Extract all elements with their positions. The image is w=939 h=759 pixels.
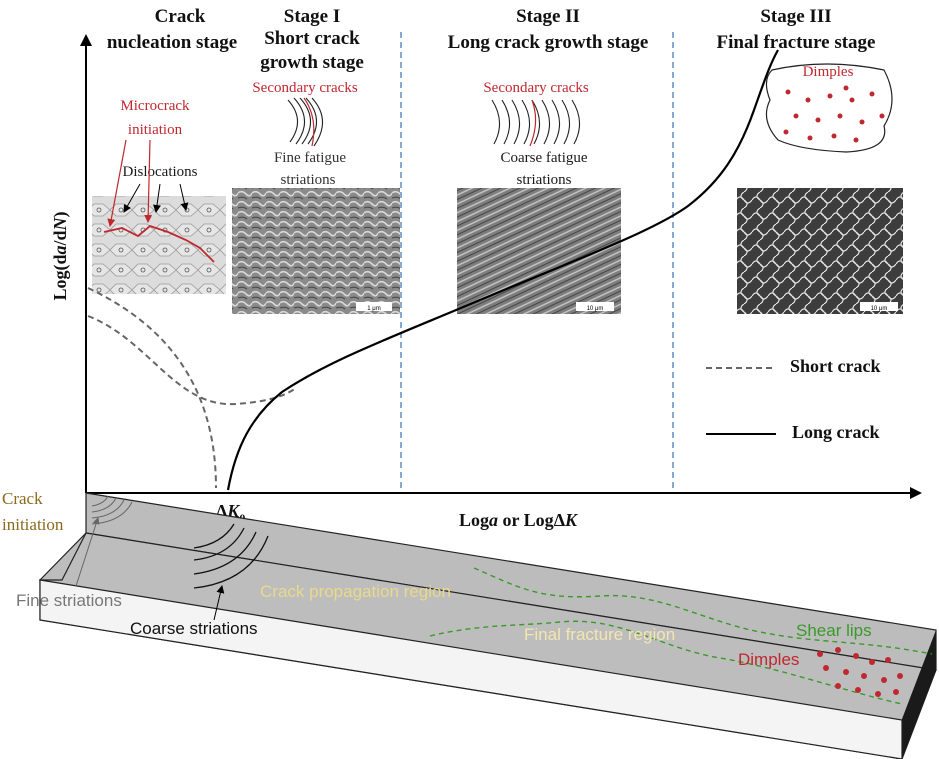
coarse-striations-label: Coarse striations xyxy=(130,619,258,638)
coarse-striations-arrow xyxy=(213,585,225,621)
dimple-dots-top xyxy=(783,85,885,143)
legend: Short crack Long crack xyxy=(706,356,880,442)
shear-lips-label: Shear lips xyxy=(796,621,872,640)
secondary-crack-line-1 xyxy=(303,97,315,147)
stage2-title-1: Stage II xyxy=(516,6,580,27)
dislocation-arrow-3 xyxy=(179,183,189,211)
microcrack-arrow-2 xyxy=(144,139,153,223)
x-axis-label: Loga or LogΔK xyxy=(459,510,579,530)
grain-structure-image xyxy=(92,196,226,294)
stage1-title-1: Stage I xyxy=(284,6,340,27)
crack-initiation-label-1: Crack xyxy=(2,489,43,508)
coarse-fatigue-label-2: striations xyxy=(517,172,572,188)
stage3-title-1: Stage III xyxy=(760,6,831,27)
crack-initiation-label-2: initiation xyxy=(2,515,64,534)
y-axis-label: Log(da/dN) xyxy=(50,211,71,300)
nucleation-title-1: Crack xyxy=(155,6,206,27)
dimple-dots-specimen xyxy=(817,647,903,697)
coarse-striation-lines xyxy=(491,99,581,145)
fine-striations-arrow xyxy=(75,517,100,587)
fine-fatigue-label-1: Fine fatigue xyxy=(274,150,346,166)
stage1-illustration: Secondary cracks Fine fatigue striations… xyxy=(232,80,400,314)
specimen-end-face xyxy=(902,630,936,759)
stage2-illustration: Secondary cracks Coarse fatigue striatio… xyxy=(457,80,621,314)
fracture-region-boundaries xyxy=(429,567,933,705)
secondary-cracks-label-1: Secondary cracks xyxy=(252,80,358,96)
crack-propagation-label: Crack propagation region xyxy=(260,582,451,601)
final-fracture-label: Final fracture region xyxy=(524,625,675,644)
specimen-side-face xyxy=(39,579,903,759)
specimen-annotations: Crack initiation Fine striations Coarse … xyxy=(2,489,933,705)
secondary-crack-line-2 xyxy=(529,99,537,147)
microcrack-arrow-1 xyxy=(107,139,127,227)
dimples-top-label: Dimples xyxy=(803,64,854,80)
microcrack-label-1: Microcrack xyxy=(120,98,190,114)
dimples-specimen-label: Dimples xyxy=(738,650,799,669)
long-crack-curve xyxy=(226,49,779,491)
stage1-title-2: Short crack xyxy=(264,28,360,49)
coarse-striation-arcs xyxy=(193,523,269,589)
fine-striations-label: Fine striations xyxy=(16,591,122,610)
stage1-title-3: growth stage xyxy=(260,52,364,73)
legend-long-label: Long crack xyxy=(792,422,880,442)
fine-fatigue-label-2: striations xyxy=(281,172,336,188)
fine-striations-sem-image xyxy=(232,188,400,314)
stage-headers: Crack nucleation stage Stage I Short cra… xyxy=(107,6,876,73)
dimples-outline xyxy=(765,63,893,153)
stage3-title-2: Final fracture stage xyxy=(717,32,876,53)
dimples-sem-image xyxy=(737,188,903,314)
microcrack-path xyxy=(103,224,215,263)
secondary-cracks-label-2: Secondary cracks xyxy=(483,80,589,96)
dislocations-label: Dislocations xyxy=(123,164,198,180)
short-crack-curve-2 xyxy=(87,315,297,406)
microcrack-label-2: initiation xyxy=(128,122,183,138)
stage3-illustration: Dimples 10 μm xyxy=(737,63,903,314)
coarse-striations-sem-image xyxy=(457,188,621,314)
fine-striation-lines xyxy=(287,97,324,147)
dislocation-arrow-1 xyxy=(123,183,141,213)
scale-bar-3: 10 μm xyxy=(871,306,888,312)
microcrack-illustration: Microcrack initiation Dislocations xyxy=(92,98,226,294)
short-crack-curve-1 xyxy=(87,287,217,489)
nucleation-title-2: nucleation stage xyxy=(107,32,237,53)
scale-bar-2: 10 μm xyxy=(587,306,604,312)
specimen-bar xyxy=(38,492,937,759)
scale-bar-1: 1 μm xyxy=(367,306,380,312)
stage-dividers xyxy=(400,32,674,494)
coarse-fatigue-label-1: Coarse fatigue xyxy=(500,150,587,166)
stage2-title-2: Long crack growth stage xyxy=(448,32,649,53)
dislocation-arrow-2 xyxy=(153,183,161,213)
crack-growth-curves xyxy=(87,49,779,491)
legend-short-label: Short crack xyxy=(790,356,880,376)
